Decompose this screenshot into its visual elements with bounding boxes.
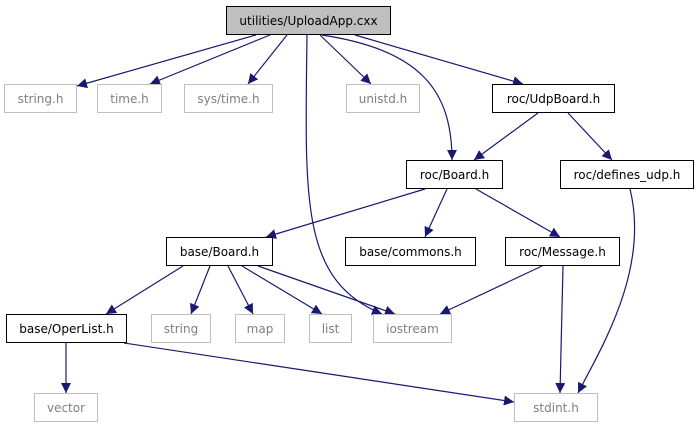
edge-uploadapp-to-string_h — [76, 34, 257, 89]
node-base-operlist-h[interactable]: base/OperList.h — [6, 314, 127, 343]
edge-roc_board_h-to-base_board_h — [265, 188, 426, 239]
node-roc-board-h[interactable]: roc/Board.h — [406, 160, 503, 189]
edge-uploadapp-to-iostream — [305, 34, 383, 315]
edge-base_operlist_h-to-stdint_h — [123, 342, 515, 406]
edge-roc_defines_udp_h-to-stdint_h — [577, 188, 636, 394]
edge-base_board_h-to-map — [227, 265, 254, 315]
node-utilities-uploadapp-cxx: utilities/UploadApp.cxx — [226, 6, 391, 35]
edge-base_board_h-to-base_operlist_h — [105, 265, 184, 315]
node-map: map — [235, 314, 285, 343]
node-list: list — [309, 314, 352, 343]
edge-base_board_h-to-string — [190, 265, 211, 315]
edge-roc_message_h-to-stdint_h — [555, 265, 566, 394]
edge-base_board_h-to-list — [241, 265, 323, 315]
node-stdint-h: stdint.h — [514, 393, 598, 422]
node-roc-udpboard-h[interactable]: roc/UdpBoard.h — [492, 84, 615, 113]
edge-uploadapp-to-sys_time_h — [247, 34, 288, 85]
edge-uploadapp-to-roc_udpboard_h — [354, 34, 524, 86]
node-base-board-h[interactable]: base/Board.h — [166, 237, 273, 266]
node-roc-defines-udp-h[interactable]: roc/defines_udp.h — [560, 160, 694, 189]
node-vector: vector — [34, 393, 98, 422]
node-string: string — [151, 314, 211, 343]
node-string-h: string.h — [4, 84, 77, 113]
edge-roc_message_h-to-iostream — [439, 265, 543, 315]
node-iostream: iostream — [373, 314, 452, 343]
edge-uploadapp-to-unistd_h — [319, 34, 372, 85]
edge-uploadapp-to-roc_board_h — [321, 34, 457, 161]
edge-layer — [61, 34, 636, 406]
node-base-commons-h[interactable]: base/commons.h — [345, 237, 476, 266]
edge-roc_board_h-to-roc_message_h — [475, 188, 561, 238]
node-roc-message-h[interactable]: roc/Message.h — [505, 237, 620, 266]
edge-uploadapp-to-time_h — [149, 34, 271, 85]
node-sys-time-h: sys/time.h — [184, 84, 273, 113]
edge-base_board_h-to-iostream — [257, 265, 396, 316]
node-unistd-h: unistd.h — [346, 84, 420, 113]
edge-roc_udpboard_h-to-roc_board_h — [473, 112, 539, 161]
edge-roc_board_h-to-base_commons_h — [424, 188, 448, 238]
node-time-h: time.h — [97, 84, 162, 113]
edge-roc_udpboard_h-to-roc_defines_udp_h — [567, 112, 613, 161]
